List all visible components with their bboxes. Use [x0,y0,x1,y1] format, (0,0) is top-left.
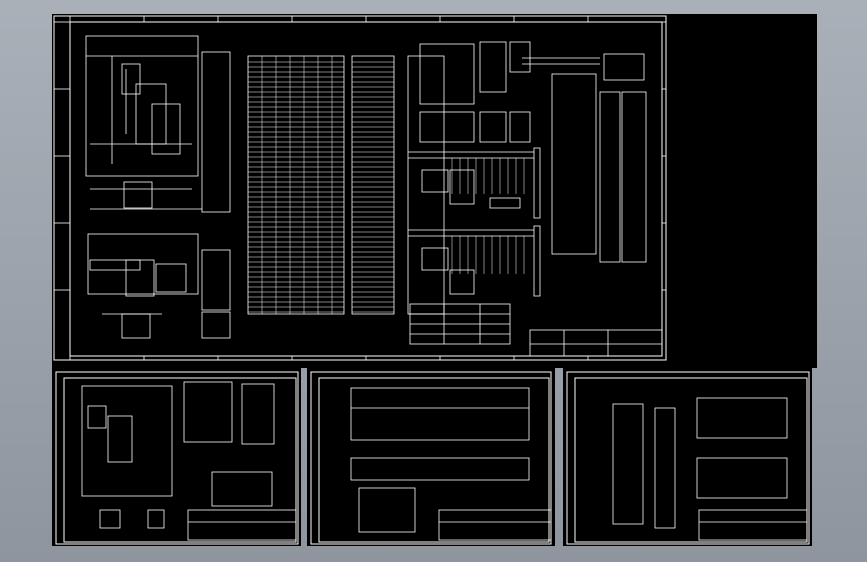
schematic-block-mid-left [87,233,199,339]
frame-ticks [54,16,666,360]
drawing-sheet-1[interactable] [52,368,301,546]
terminal-table [247,55,395,315]
relay-group-top [419,41,531,143]
relay-group-right [522,53,647,263]
sheet-2-svg [310,371,552,545]
terminal-column-1 [201,51,231,339]
main-sheet-svg [53,15,667,361]
power-bus-upper [408,147,541,219]
terminal-table-right [407,55,445,315]
drawing-sheet-3[interactable] [563,368,812,546]
legend-table [409,303,511,345]
drawing-sheet-main[interactable] [52,14,817,368]
title-block-main [529,329,663,357]
sheet-3-svg [566,371,810,545]
schematic-block-top-left [85,35,202,210]
sheet-1-svg [55,371,299,545]
sheet-outer-border [53,15,667,361]
power-bus-lower [408,225,541,297]
drawing-sheet-2[interactable] [307,368,555,546]
